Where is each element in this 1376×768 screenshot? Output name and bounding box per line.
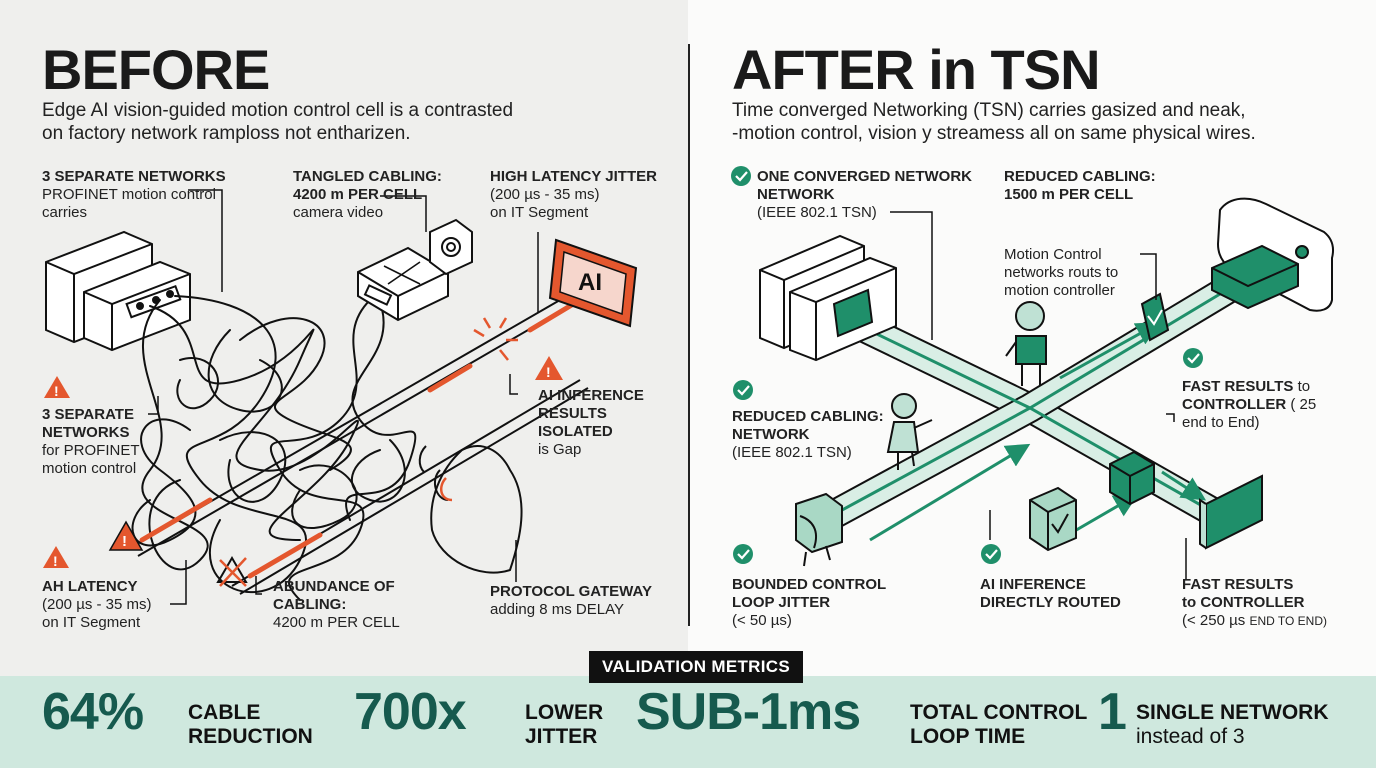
red-cable-segments xyxy=(139,297,583,579)
callout-reduced-cabling-top: REDUCED CABLING: 1500 m PER CELL xyxy=(1004,168,1156,203)
callout-bounded-jitter: BOUNDED CONTROL LOOP JITTER (< 50 µs) xyxy=(732,576,887,629)
callout-fast-results-top: FAST RESULTS to CONTROLLER ( 25 end to E… xyxy=(1182,378,1317,431)
server-rack-icon xyxy=(759,234,897,362)
callout-reduced-cabling-mid: REDUCED CABLING: NETWORK (IEEE 802.1 TSN… xyxy=(732,408,884,461)
metric-jitter-label: LOWER JITTER xyxy=(525,701,604,748)
callout-motion-control: Motion Control networks routs to motion … xyxy=(1004,246,1119,299)
check-icon xyxy=(733,380,753,400)
metric-cable-reduction-label: CABLE REDUCTION xyxy=(188,701,313,748)
callout-protocol-gateway: PROTOCOL GATEWAY adding 8 ms DELAY xyxy=(490,583,652,618)
metric-single-network-label: SINGLE NETWORK instead of 3 xyxy=(1136,701,1329,748)
svg-text:!: ! xyxy=(53,553,58,569)
leader-line xyxy=(188,189,223,292)
after-title: AFTER in TSN xyxy=(732,38,1101,101)
svg-text:!: ! xyxy=(54,383,59,399)
camera-icon xyxy=(429,218,473,276)
edge-node-icon xyxy=(1109,450,1155,506)
vision-camera-icon xyxy=(795,492,843,567)
metric-single-network-value: 1 xyxy=(1098,683,1127,741)
operator-icon xyxy=(886,393,933,470)
svg-text:!: ! xyxy=(122,533,127,550)
warning-icon: ! xyxy=(43,546,69,569)
warning-icon: ! xyxy=(44,376,70,399)
metric-cable-reduction-value: 64% xyxy=(42,683,144,741)
check-icon xyxy=(981,544,1001,564)
callout-fast-results-bottom: FAST RESULTS to CONTROLLER (< 250 µs END… xyxy=(1182,576,1328,629)
network-switch-icon xyxy=(357,246,449,322)
spark-icon xyxy=(473,317,518,361)
tsn-backbone xyxy=(805,267,1255,537)
callout-latency: AH LATENCY (200 µs - 35 ms) on IT Segmen… xyxy=(42,578,152,631)
panel-divider xyxy=(688,44,690,626)
rack-switch-icon xyxy=(45,230,191,352)
callout-tangled-cabling: TANGLED CABLING: 4200 m PER CELL camera … xyxy=(293,168,442,221)
ai-inference-node-icon xyxy=(1029,486,1077,552)
check-icon xyxy=(731,166,751,186)
callout-ai-inference-isolated: AI INFERENCE RESULTS ISOLATED is Gap xyxy=(538,387,644,458)
crossed-warning-icon xyxy=(216,556,248,587)
warning-icon: ! xyxy=(108,520,144,551)
callout-ai-inference-routed: AI INFERENCE DIRECTLY ROUTED xyxy=(980,576,1121,611)
validation-metrics-bar xyxy=(0,676,1376,768)
after-subtitle-line-2: -motion control, vision y streamess all … xyxy=(732,123,1256,144)
before-title: BEFORE xyxy=(42,38,270,101)
before-subtitle-line-1: Edge AI vision-guided motion control cel… xyxy=(42,100,514,121)
cable-bundle xyxy=(129,299,589,595)
controller-display-icon xyxy=(1199,474,1263,550)
after-subtitle-line-1: Time converged Networking (TSN) carries … xyxy=(732,100,1246,121)
callout-abundance-cabling: ABUNDANCE OF CABLING: 4200 m PER CELL xyxy=(273,578,400,631)
tangled-cables xyxy=(131,295,417,601)
check-icon xyxy=(1183,348,1203,368)
tsn-switch-icon xyxy=(1140,292,1170,342)
metric-loop-time-label: TOTAL CONTROL LOOP TIME xyxy=(910,701,1088,748)
check-icon xyxy=(733,544,753,564)
svg-text:AI: AI xyxy=(578,269,602,296)
motion-controller-icon xyxy=(1211,197,1334,312)
callout-separate-networks-top: 3 SEPARATE NETWORKS PROFINET motion cont… xyxy=(42,168,226,221)
diagram-artwork: AI ! ! ! ! xyxy=(43,166,1334,605)
metric-jitter-value: 700x xyxy=(354,683,467,741)
warning-icon: ! xyxy=(535,356,563,380)
ai-inference-box-icon: AI xyxy=(548,238,638,328)
svg-text:!: ! xyxy=(546,364,551,380)
callout-high-latency-jitter: HIGH LATENCY JITTER (200 µs - 35 ms) on … xyxy=(490,168,657,221)
callout-separate-networks-mid: 3 SEPARATE NETWORKS for PROFINET motion … xyxy=(42,406,140,477)
callout-one-converged-network: ONE CONVERGED NETWORK NETWORK (IEEE 802.… xyxy=(757,168,973,221)
validation-metrics-badge: VALIDATION METRICS xyxy=(589,651,803,683)
metric-loop-time-value: SUB-1ms xyxy=(636,683,861,741)
technician-icon xyxy=(1005,301,1047,386)
before-subtitle-line-2: on factory network ramploss not enthariz… xyxy=(42,123,411,144)
